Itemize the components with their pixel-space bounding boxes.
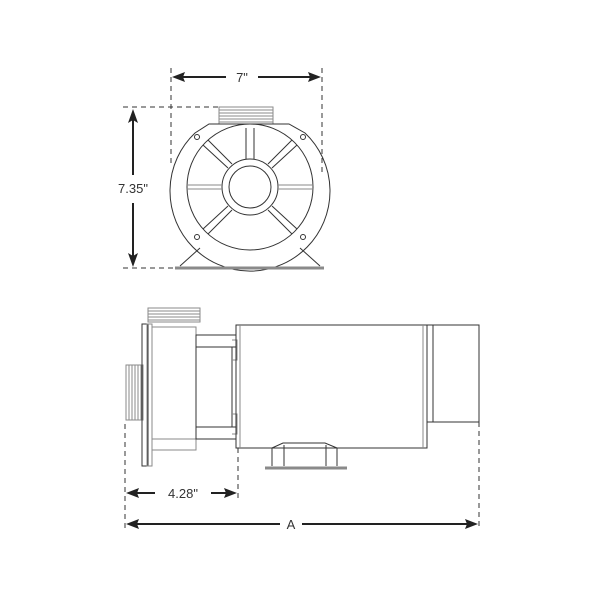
overall-length-dimension: A <box>126 517 478 532</box>
side-discharge-thread <box>147 307 201 323</box>
motor-foot <box>265 442 347 470</box>
motor-body <box>235 324 428 449</box>
wet-end-length-label: 4.28" <box>168 486 198 501</box>
front-base <box>175 247 324 270</box>
height-dimension: 7.35" <box>118 109 148 267</box>
bolt-hole <box>194 234 200 240</box>
faceplate <box>141 323 149 467</box>
bolt-hole <box>300 134 306 140</box>
front-view: 7" 7.35" <box>118 68 331 272</box>
width-label: 7" <box>236 70 248 85</box>
wet-end-dimension: 4.28" <box>126 486 237 501</box>
width-dimension: 7" <box>172 70 321 85</box>
overall-length-label: A <box>287 517 296 532</box>
pump-housing <box>169 123 331 272</box>
housing-ribs <box>187 128 313 235</box>
suction-thread <box>125 364 144 421</box>
bolt-hole <box>300 234 306 240</box>
side-view: 4.28" A <box>124 307 480 532</box>
height-label: 7.35" <box>118 181 148 196</box>
motor-end-cap <box>426 324 480 423</box>
bolt-hole <box>194 134 200 140</box>
discharge-thread <box>218 106 274 125</box>
